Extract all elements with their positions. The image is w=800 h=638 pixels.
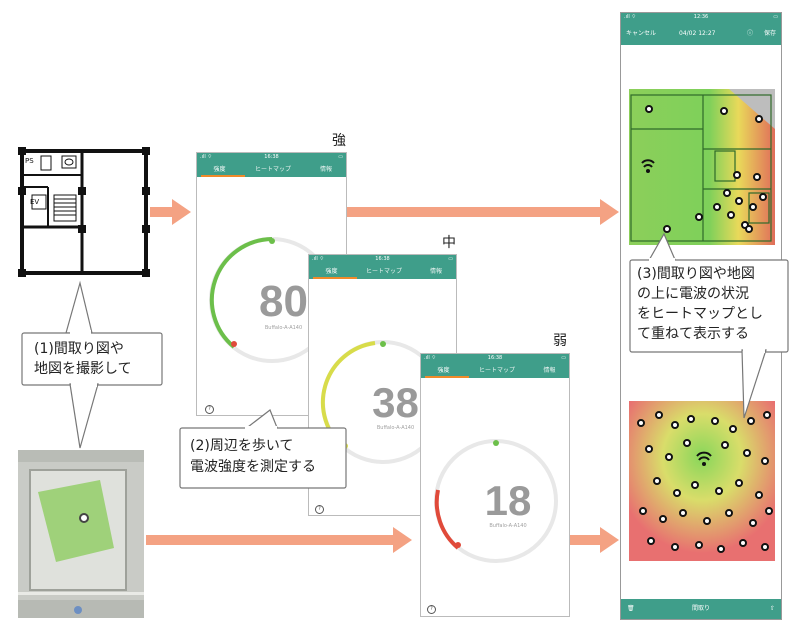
heatmap-header: キャンセル 04/02 12:27 ⓘ 保存 xyxy=(621,23,781,45)
status-bar: .ıll ⌔16:38▭ xyxy=(197,153,346,162)
arrow-floorplan-to-phone xyxy=(150,199,191,225)
strength-value: 80 xyxy=(259,277,308,326)
floorplan-drawing xyxy=(18,147,150,277)
heatmap-footer: 🗑 間取り ⇧ xyxy=(621,599,781,619)
floorplan-label[interactable]: 間取り xyxy=(691,605,710,612)
network-name: Buffalo-A-A140 xyxy=(264,325,303,331)
arrow-phone-to-heatmap-bottom xyxy=(570,527,619,553)
status-time: 16:38 xyxy=(264,154,279,160)
strength-value: 38 xyxy=(372,379,419,426)
map-photo xyxy=(18,450,144,618)
callout-1-line1: (1)間取り図や xyxy=(34,341,124,357)
tab-strength[interactable]: 強度 xyxy=(325,268,338,275)
tab-strength[interactable]: 強度 xyxy=(437,367,450,374)
tab-bar: 強度 ヒートマップ 情報 xyxy=(421,363,569,378)
tab-bar: 強度 ヒートマップ 情報 xyxy=(197,162,346,177)
callout-3-line3: をヒートマップとし xyxy=(637,306,763,322)
trash-icon[interactable]: 🗑 xyxy=(627,605,635,612)
tab-info[interactable]: 情報 xyxy=(543,367,556,374)
level-medium: 中 xyxy=(442,235,456,251)
strength-value: 18 xyxy=(484,477,532,524)
tab-heatmap[interactable]: ヒートマップ xyxy=(365,268,402,275)
cancel-button[interactable]: キャンセル xyxy=(626,30,657,37)
floorplan-label-ps: PS xyxy=(25,157,34,165)
date-label: 04/02 12:27 xyxy=(679,30,716,37)
status-time: 16:38 xyxy=(487,355,503,361)
help-icon[interactable]: ? xyxy=(427,605,436,614)
status-time: 16:38 xyxy=(375,256,390,262)
arrow-phone-to-heatmap-top xyxy=(347,199,619,225)
floorplan-label-ev: EV xyxy=(30,198,40,206)
share-icon[interactable]: ⇧ xyxy=(769,605,775,612)
callout-1-line2: 地図を撮影して xyxy=(34,361,132,377)
help-icon[interactable]: ? xyxy=(315,505,324,514)
phone-weak: .ıll ⌔16:38▭ 強度 ヒートマップ 情報 18 Buffalo-A-A… xyxy=(420,353,570,617)
heatmap-floorplan xyxy=(629,89,775,245)
save-button[interactable]: 保存 xyxy=(763,30,776,37)
level-weak: 弱 xyxy=(553,333,567,349)
status-time: 12:36 xyxy=(693,14,709,20)
tab-bar: 強度 ヒートマップ 情報 xyxy=(309,264,456,279)
arrow-photo-to-phone xyxy=(146,527,412,553)
tab-indicator xyxy=(425,376,469,378)
status-bar: .ıll ⌔12:36▭ xyxy=(621,13,781,23)
tab-heatmap[interactable]: ヒートマップ xyxy=(254,166,291,173)
tab-indicator xyxy=(313,277,357,279)
callout-2-line1: (2)周辺を歩いて xyxy=(190,438,294,454)
strength-gauge xyxy=(434,439,558,563)
callout-3-line1: (3)間取り図や地図 xyxy=(637,266,755,282)
callout-3-line2: の上に電波の状況 xyxy=(637,286,749,302)
tab-indicator xyxy=(201,175,245,177)
tab-strength[interactable]: 強度 xyxy=(213,166,226,173)
callout-2-line2: 電波強度を測定する xyxy=(190,459,316,475)
callout-3-line4: て重ねて表示する xyxy=(637,326,749,342)
tab-heatmap[interactable]: ヒートマップ xyxy=(478,367,515,374)
help-icon[interactable]: ⓘ xyxy=(747,30,754,37)
tab-info[interactable]: 情報 xyxy=(319,166,332,173)
network-name: Buffalo-A-A140 xyxy=(376,425,415,431)
tab-info[interactable]: 情報 xyxy=(429,268,442,275)
level-strong: 強 xyxy=(332,133,346,149)
status-bar: .ıll ⌔16:38▭ xyxy=(309,255,456,264)
status-bar: .ıll ⌔16:38▭ xyxy=(421,354,569,363)
heatmap-map xyxy=(629,401,775,561)
help-icon[interactable]: ? xyxy=(205,405,214,414)
network-name: Buffalo-A-A140 xyxy=(489,523,527,529)
